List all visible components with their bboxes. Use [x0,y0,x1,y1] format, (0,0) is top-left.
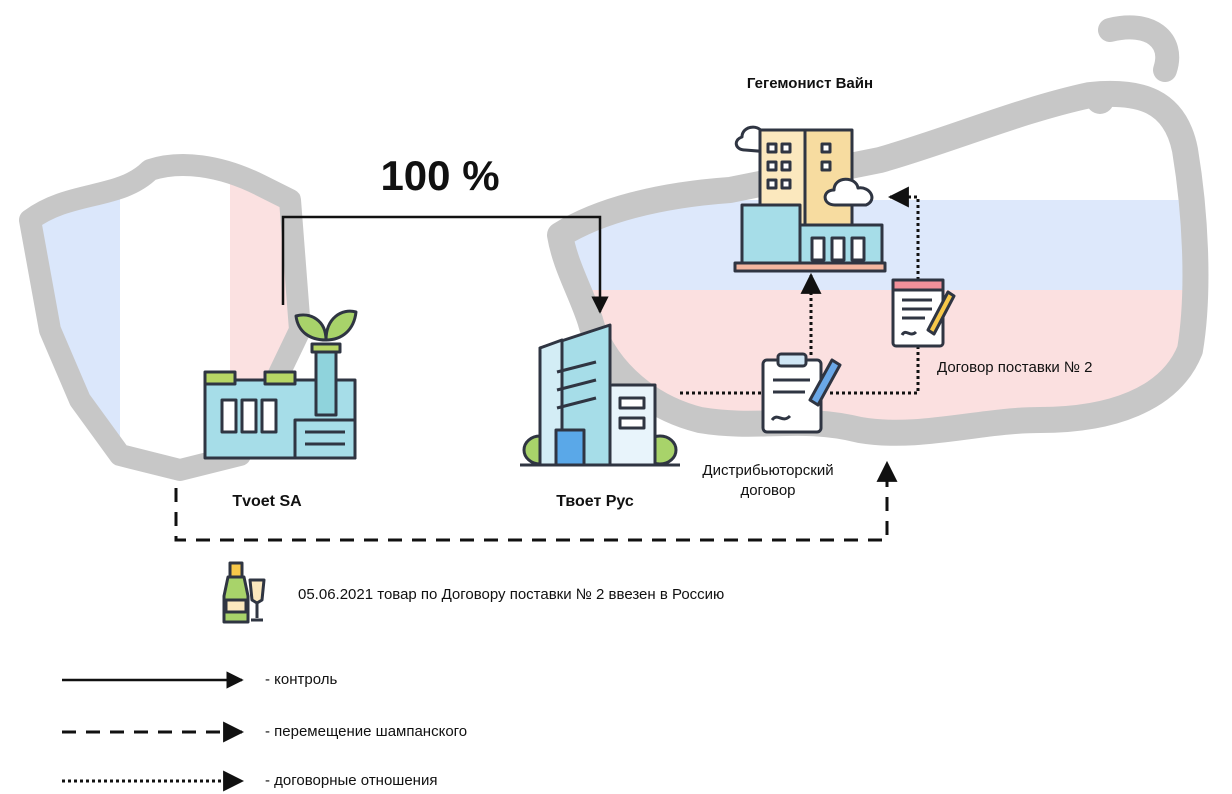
node-label-tvoet-sa: Tvoet SA [232,493,302,510]
legend-label-contract: - договорные отношения [265,772,438,789]
signed-document-icon [891,278,956,348]
champagne-icon [222,561,266,624]
node-label-tvoet-rus: Твоет Рус [556,493,634,510]
office-building-icon [520,323,680,467]
contract-pen-icon [761,352,842,434]
movement-arrow [174,460,898,542]
legend-label-control: - контроль [265,671,338,688]
node-label-hegemonist: Гегемонист Вайн [746,75,874,92]
control-arrow [281,215,609,314]
supply-contract-label: Договор поставки № 2 [937,359,1093,376]
france-map [19,154,311,481]
supply-contract-line [830,345,920,395]
control-share-label: 100 % [380,152,500,199]
distribution-contract-label-line2: договор [740,482,796,499]
skyscraper-icon [733,125,887,273]
import-note: 05.06.2021 товар по Договору поставки № … [298,586,725,603]
distribution-contract-label-line1: Дистрибьюторский [702,462,834,479]
factory-icon [203,309,358,460]
legend-label-movement: - перемещение шампанского [265,723,468,740]
